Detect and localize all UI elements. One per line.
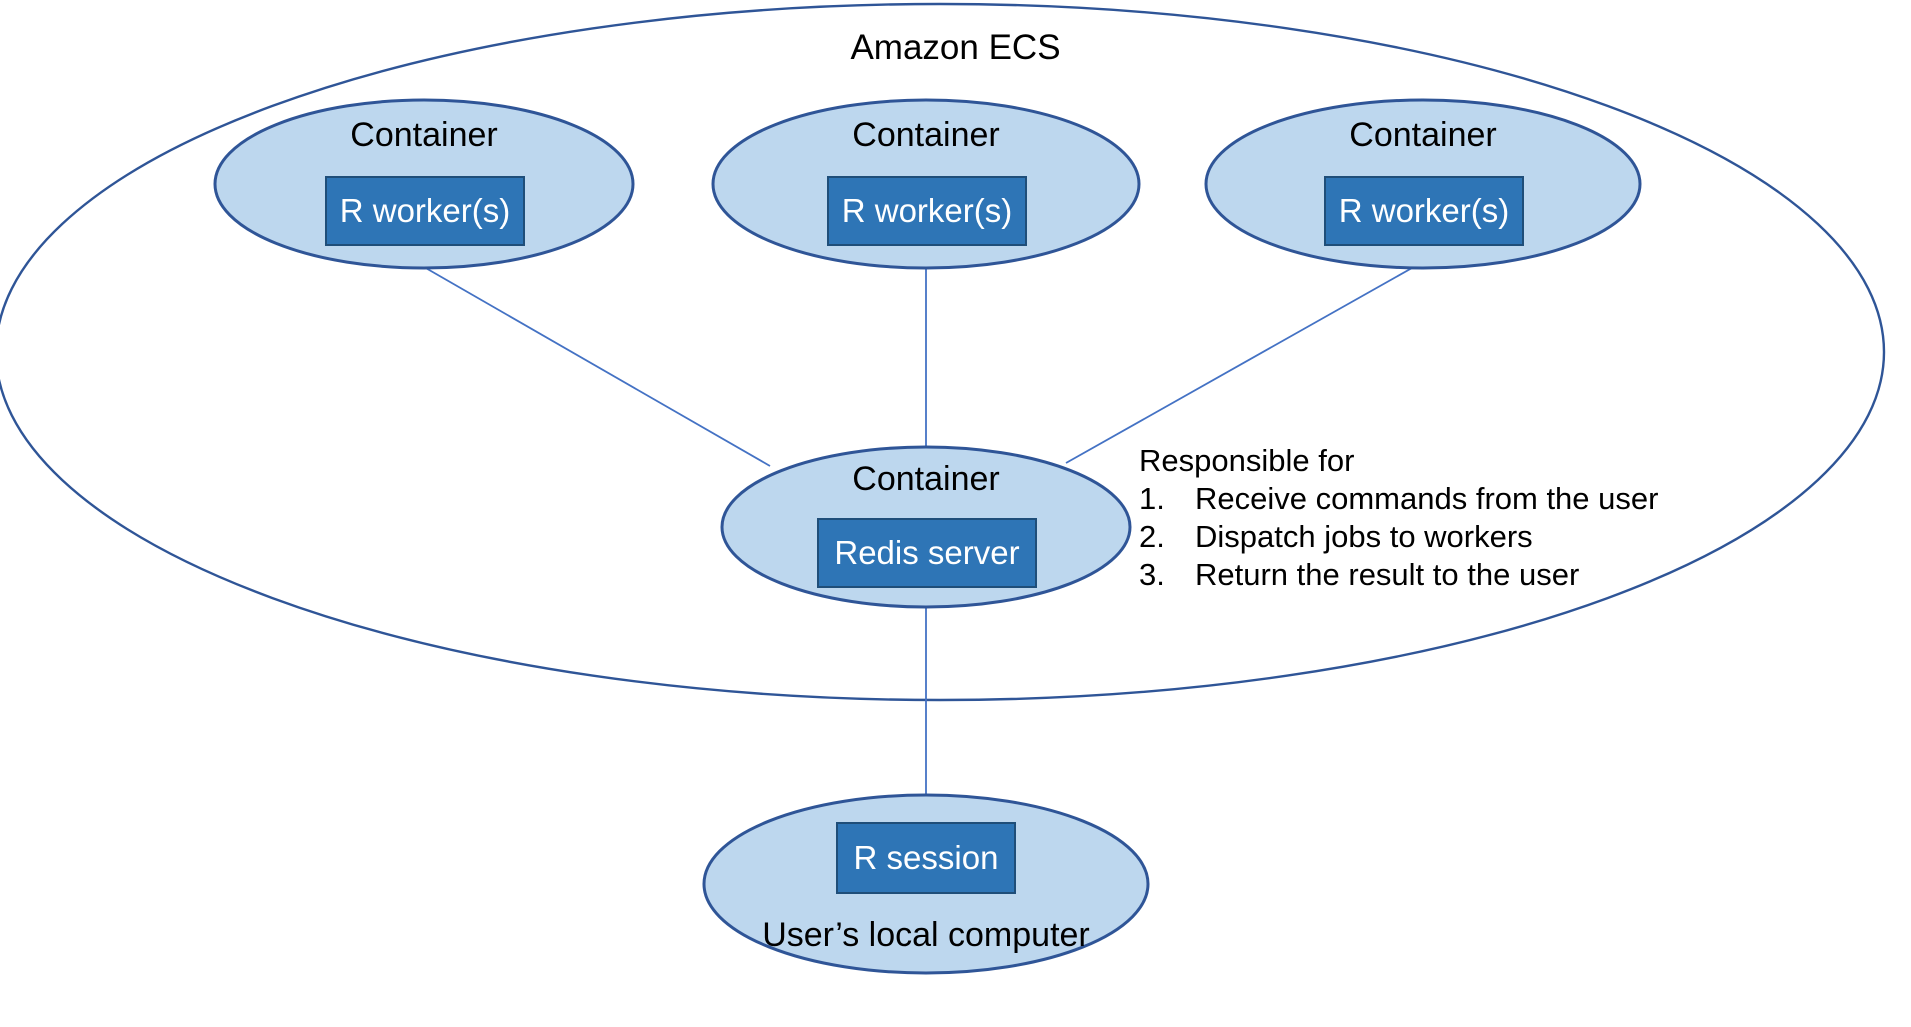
worker-container-caption-1: Container: [350, 116, 498, 154]
worker-container-caption-3: Container: [1349, 116, 1497, 154]
responsibility-text-2: Dispatch jobs to workers: [1195, 519, 1533, 554]
responsibility-number-3: 3.: [1139, 557, 1165, 592]
r-worker-box-3[interactable]: R worker(s): [1324, 176, 1524, 246]
responsibility-text-3: Return the result to the user: [1195, 557, 1580, 592]
responsibility-number-2: 2.: [1139, 519, 1165, 554]
responsibilities-callout: Responsible for 1. Receive commands from…: [1139, 443, 1658, 595]
connector-worker1-to-redis: [423, 266, 771, 467]
r-session-box[interactable]: R session: [836, 822, 1016, 894]
redis-container-caption: Container: [852, 460, 1000, 498]
r-worker-box-2[interactable]: R worker(s): [827, 176, 1027, 246]
local-computer-caption: User’s local computer: [762, 916, 1090, 954]
amazon-ecs-title: Amazon ECS: [850, 28, 1061, 67]
connector-worker3-to-redis: [1065, 267, 1413, 464]
r-worker-box-1[interactable]: R worker(s): [325, 176, 525, 246]
responsibilities-heading: Responsible for: [1139, 443, 1355, 478]
responsibility-item-1: 1. Receive commands from the user: [1139, 481, 1658, 517]
responsibility-item-3: 3. Return the result to the user: [1139, 557, 1658, 593]
responsibilities-list: 1. Receive commands from the user 2. Dis…: [1139, 481, 1658, 593]
redis-server-box[interactable]: Redis server: [817, 518, 1037, 588]
worker-container-caption-2: Container: [852, 116, 1000, 154]
responsibility-text-1: Receive commands from the user: [1195, 481, 1659, 516]
responsibility-item-2: 2. Dispatch jobs to workers: [1139, 519, 1658, 555]
responsibility-number-1: 1.: [1139, 481, 1165, 516]
